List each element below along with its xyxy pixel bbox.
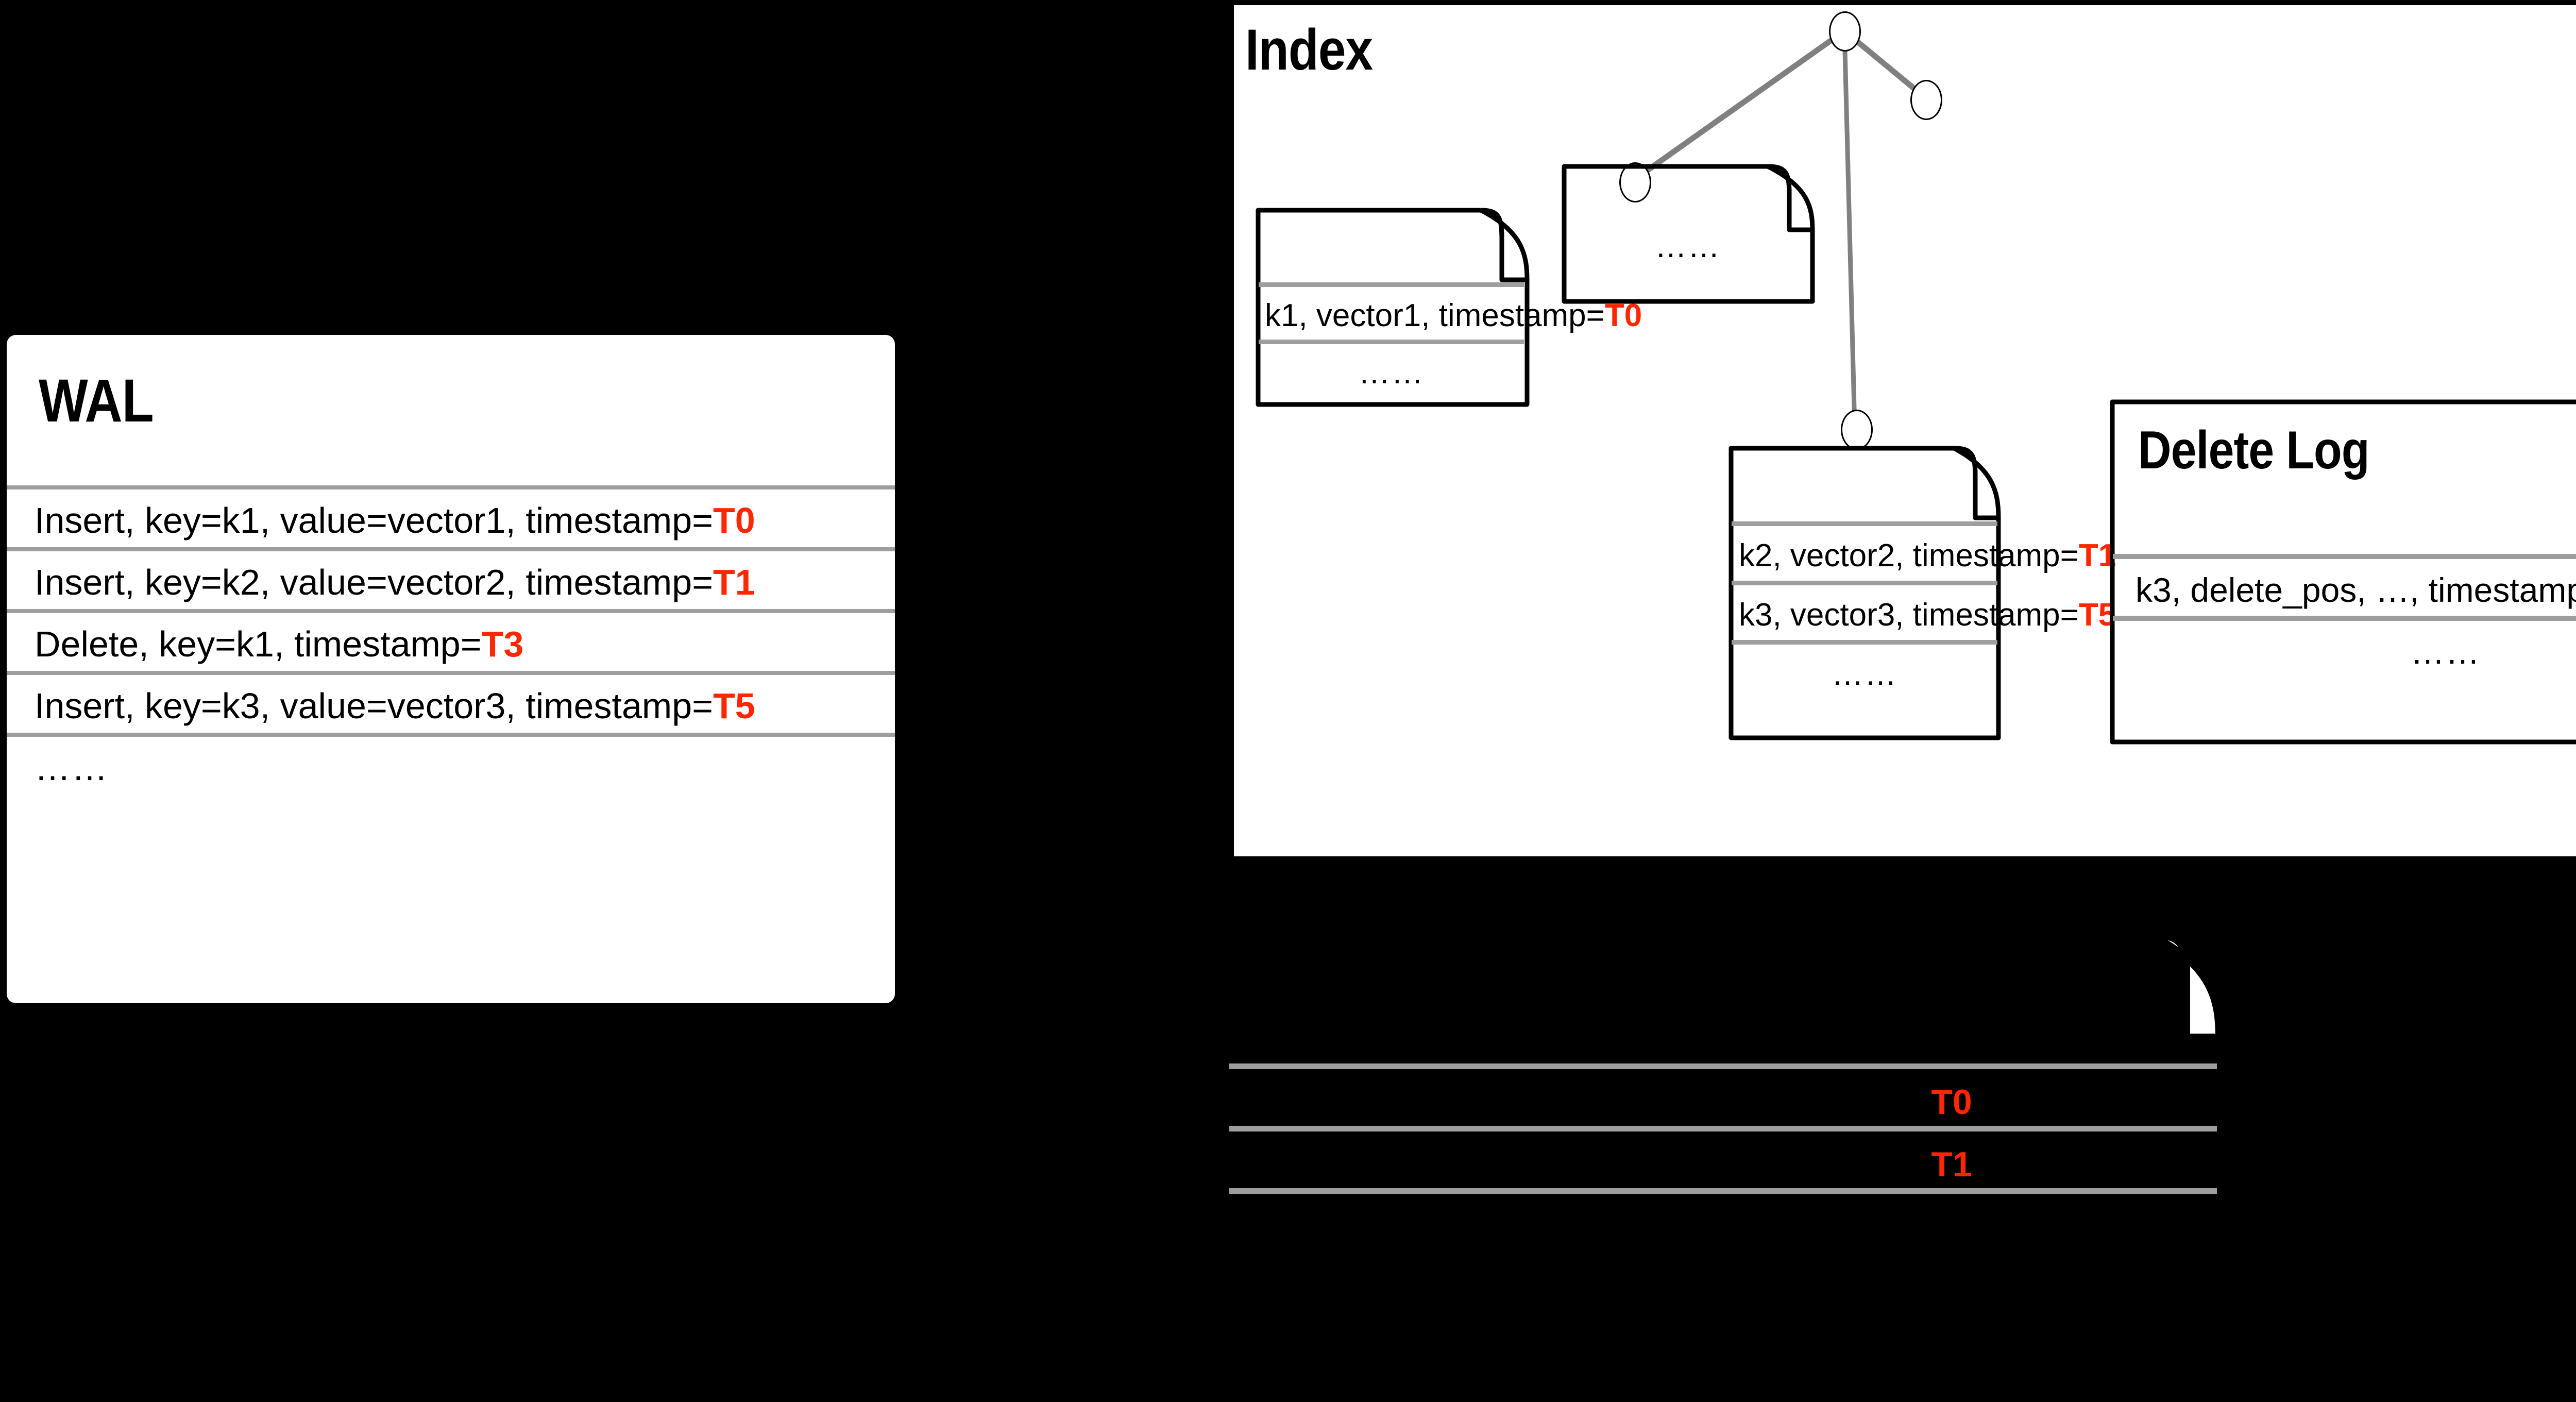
wal-row-ellipsis: …… (35, 748, 109, 788)
index-leaf-node-k2k3: k2, vector2, timestamp=T1 k3, vector3, t… (1728, 446, 2116, 740)
delete-log-panel: Delete Log k3, delete_pos, …, timestamp=… (2110, 399, 2576, 745)
index-tree-child-node-left[interactable] (1619, 162, 1651, 202)
bin-log-row: Op=Insert, execution_time=5,…,timestamp=… (1245, 1131, 2213, 1197)
delete-log-title: Delete Log (2138, 420, 2369, 480)
index-leaf-node-right: …… (1562, 164, 1815, 304)
bin-log-panel: Bin Log Op=Insert, execution_time=3,…,ti… (1225, 931, 2223, 1402)
leaf-k1-row: k1, vector1, timestamp=T0 (1265, 287, 1642, 344)
wal-separator (7, 733, 895, 737)
bin-log-row-text: Op=Insert, execution_time=3,…,timestamp= (1245, 1083, 1931, 1122)
wal-row: Insert, key=k2, value=vector2, timestamp… (35, 551, 890, 613)
wal-separator (7, 485, 895, 489)
leaf-right-row-ellipsis: …… (1655, 228, 1721, 264)
wal-row-timestamp: T3 (481, 624, 524, 664)
wal-row-timestamp: T5 (713, 686, 755, 726)
delete-log-separator (2113, 554, 2576, 559)
bin-log-separator (1229, 1126, 2217, 1131)
wal-panel: WAL Insert, key=k1, value=vector1, times… (7, 335, 895, 1003)
index-tree-child-node-middle[interactable] (1841, 410, 1873, 450)
leaf-k2k3-row: k2, vector2, timestamp=T1 (1739, 526, 2116, 585)
wal-row-timestamp: T1 (713, 562, 755, 602)
delete-log-row-ellipsis: …… (2411, 633, 2481, 671)
wal-row: …… (35, 737, 890, 799)
leaf-k2k3-row-text: k3, vector3, timestamp= (1739, 597, 2079, 633)
wal-title: WAL (39, 367, 154, 435)
leaf-k2k3-row-text: k2, vector2, timestamp= (1739, 538, 2079, 573)
leaf-k1-separator (1259, 282, 1524, 287)
leaf-right-row: …… (1565, 218, 1811, 275)
index-tree-child-node-right[interactable] (1910, 80, 1942, 120)
bin-log-row-text: Op=Insert, execution_time=5,…,timestamp= (1245, 1145, 1931, 1184)
document-outline (1256, 208, 1530, 407)
leaf-k2k3-row-timestamp: T1 (2078, 538, 2116, 573)
leaf-k1-row-text: k1, vector1, timestamp= (1265, 297, 1605, 333)
index-leaf-node-k1: k1, vector1, timestamp=T0 …… (1256, 208, 1642, 407)
delete-log-row: k3, delete_pos, …, timestamp=T3 (2136, 559, 2576, 621)
wal-row-text: Insert, key=k3, value=vector3, timestamp… (35, 686, 714, 726)
wal-separator (7, 547, 895, 551)
leaf-k1-separator (1259, 340, 1524, 344)
leaf-k2k3-separator (1732, 581, 1997, 585)
delete-log-row-text: k3, delete_pos, …, timestamp= (2136, 571, 2576, 609)
bin-log-row: …… (1245, 1194, 2213, 1260)
index-panel: Index k1, vector1, timestamp=T0 (1234, 5, 2576, 856)
wal-row: Insert, key=k3, value=vector3, timestamp… (35, 675, 890, 737)
leaf-k1-row: …… (1259, 344, 1524, 401)
wal-separator (7, 671, 895, 675)
wal-row: Insert, key=k1, value=vector1, timestamp… (35, 489, 890, 551)
leaf-k2k3-separator (1732, 521, 1997, 526)
leaf-k2k3-row-timestamp: T5 (2078, 597, 2116, 633)
wal-row: Delete, key=k1, timestamp=T3 (35, 613, 890, 675)
wal-row-text: Delete, key=k1, timestamp= (35, 624, 482, 664)
bin-log-separator (1229, 1188, 2217, 1194)
document-outline (1562, 164, 1815, 304)
delete-log-separator (2113, 616, 2576, 621)
bin-log-separator (1229, 1063, 2217, 1069)
document-outline (1225, 931, 2223, 1402)
leaf-k1-row-ellipsis: …… (1358, 354, 1425, 391)
wal-row-text: Insert, key=k2, value=vector2, timestamp… (35, 562, 714, 602)
bin-log-row-timestamp: T0 (1931, 1083, 1972, 1122)
leaf-k2k3-row: …… (1732, 645, 1997, 704)
document-outline (1728, 446, 2001, 740)
leaf-k2k3-row: k3, vector3, timestamp=T5 (1739, 585, 2116, 645)
leaf-k2k3-separator (1732, 640, 1997, 645)
bin-log-row: Op=Insert, execution_time=3,…,timestamp=… (1245, 1069, 2213, 1135)
bin-log-row-ellipsis: …… (1245, 1207, 1317, 1246)
delete-log-row: …… (2113, 621, 2576, 683)
wal-row-text: Insert, key=k1, value=vector1, timestamp… (35, 500, 714, 540)
index-tree-root-node[interactable] (1829, 11, 1861, 52)
leaf-k2k3-row-ellipsis: …… (1832, 656, 1897, 692)
index-title: Index (1245, 18, 1373, 82)
wal-row-timestamp: T0 (713, 500, 755, 540)
bin-log-title: Bin Log (1239, 952, 1414, 1015)
wal-separator (7, 609, 895, 613)
bin-log-row-timestamp: T1 (1931, 1145, 1972, 1184)
